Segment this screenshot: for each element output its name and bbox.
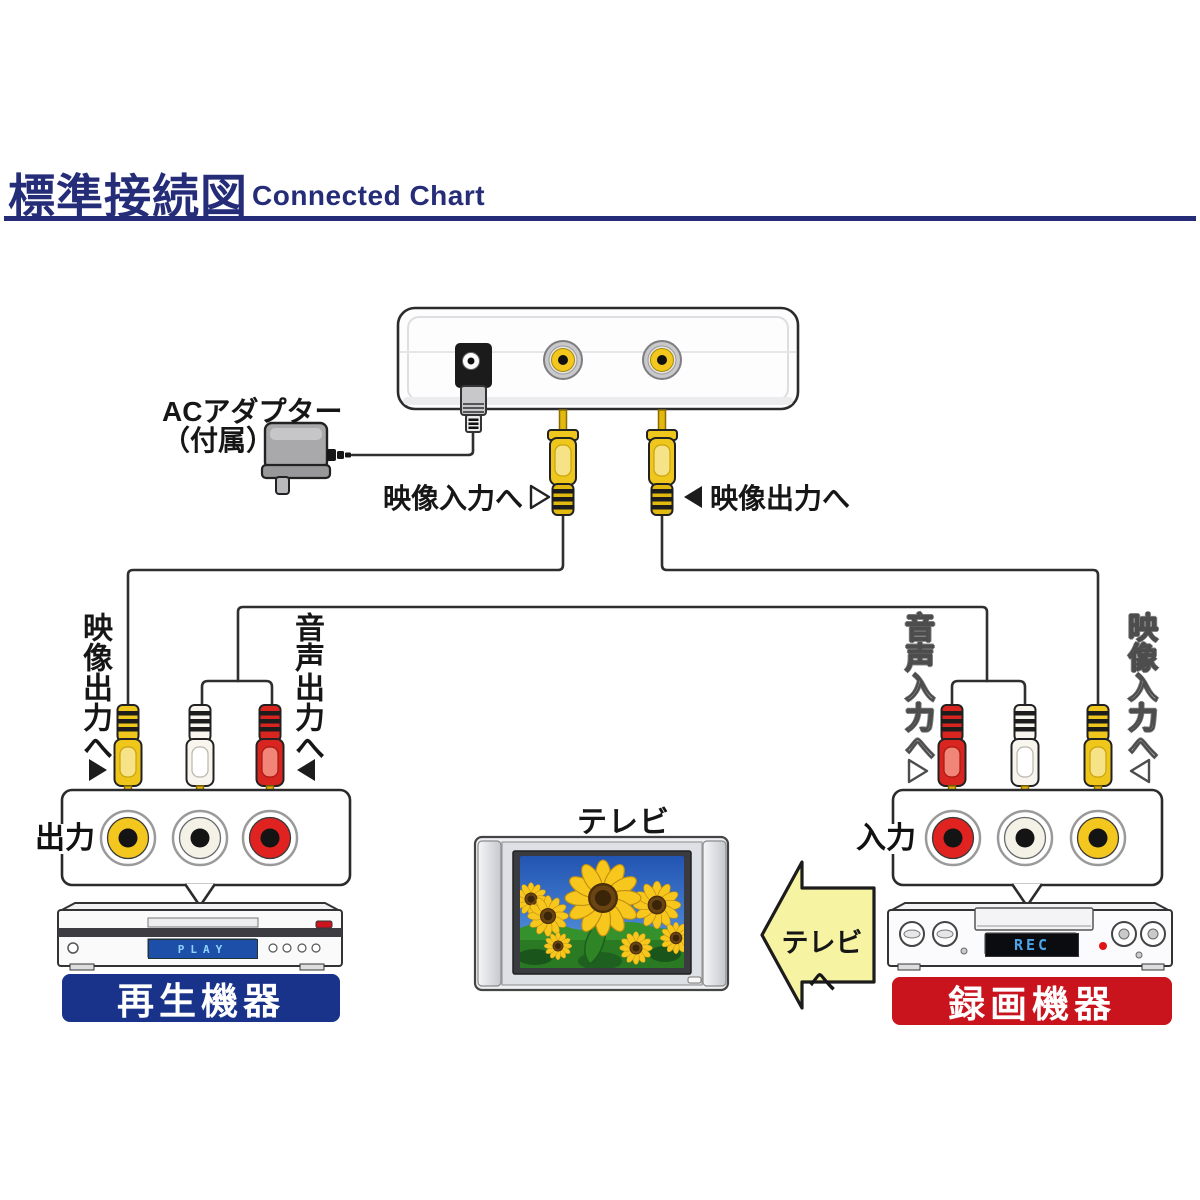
converter-video-in-jack: [543, 340, 583, 380]
triangle-left-filled-icon: [684, 486, 702, 508]
ac-adapter-label-line1: ACアダプター: [162, 396, 343, 427]
tv-right-speaker: [702, 840, 727, 987]
video-in-cable-text: 映像入力へ: [383, 483, 524, 514]
recorder-display: REC: [985, 933, 1079, 957]
recorder-input-panel: [891, 788, 1164, 908]
triangle-right-filled-icon: [89, 759, 107, 781]
dc-plug: [460, 385, 487, 433]
video-out-wire: [660, 512, 1100, 707]
playback-jack-red: [241, 809, 299, 867]
audio-link-wire: [236, 605, 989, 683]
video-out-cable-text: 映像出力へ: [710, 483, 851, 514]
tv-screen: [520, 856, 684, 968]
to-tv-arrow: [760, 860, 876, 1010]
converter-video-in-plug: [547, 409, 579, 516]
page-subtitle: Connected Chart: [252, 180, 486, 211]
playback-display: PLAY: [148, 939, 258, 959]
triangle-right-open-icon: [529, 484, 551, 510]
playback-video-out-vertical-label: 映像出力へ: [78, 612, 111, 762]
video-out-cable-label: 映像出力へ: [681, 477, 850, 517]
playback-audio-plug-red: [255, 704, 285, 814]
recorder-device-badge: 録画機器: [892, 977, 1172, 1025]
video-in-wire: [126, 512, 565, 707]
playback-output-panel: [60, 788, 352, 908]
tv-label: テレビ: [577, 806, 670, 839]
page-title: 標準接続図: [8, 170, 248, 223]
title-underline: [4, 216, 1196, 221]
tv-set: [473, 835, 730, 992]
playback-audio-out-vertical-label: 音声出力へ: [290, 612, 323, 762]
audio-left-bracket: [200, 679, 274, 707]
converter-device: [396, 306, 800, 411]
playback-jack-yellow: [99, 809, 157, 867]
converter-video-out-plug: [646, 409, 678, 516]
tv-indicator: [687, 976, 702, 984]
playback-video-plug-yellow: [113, 704, 143, 814]
recorder-jack-white: [996, 809, 1054, 867]
dc-wire: [350, 429, 475, 457]
playback-panel-label: 出力: [33, 822, 97, 855]
ac-adapter: [260, 421, 351, 495]
playback-device: [57, 902, 343, 971]
triangle-left-open-icon: [1129, 758, 1151, 784]
recorder-jack-yellow: [1069, 809, 1127, 867]
recorder-panel-label: 入力: [854, 822, 918, 855]
video-in-cable-label: 映像入力へ: [383, 477, 552, 517]
to-tv-arrow-label: テレビへ: [781, 928, 863, 997]
recorder-video-plug-yellow: [1083, 704, 1113, 814]
audio-right-bracket: [950, 679, 1027, 707]
dc-power-jack: [455, 343, 492, 388]
ac-adapter-label-line2: （付属）: [162, 425, 275, 456]
tv-left-speaker: [477, 840, 502, 987]
triangle-left-filled-icon: [297, 759, 315, 781]
cable-wires: [126, 429, 1100, 707]
recorder-jack-red: [924, 809, 982, 867]
playback-device-badge: 再生機器: [62, 974, 340, 1022]
recorder-video-in-vertical-label: 映像入力へ: [1122, 611, 1156, 762]
triangle-right-open-icon: [907, 758, 929, 784]
playback-jack-white: [171, 809, 229, 867]
recorder-audio-in-vertical-label: 音声入力へ: [899, 611, 933, 762]
converter-video-out-jack: [642, 340, 682, 380]
